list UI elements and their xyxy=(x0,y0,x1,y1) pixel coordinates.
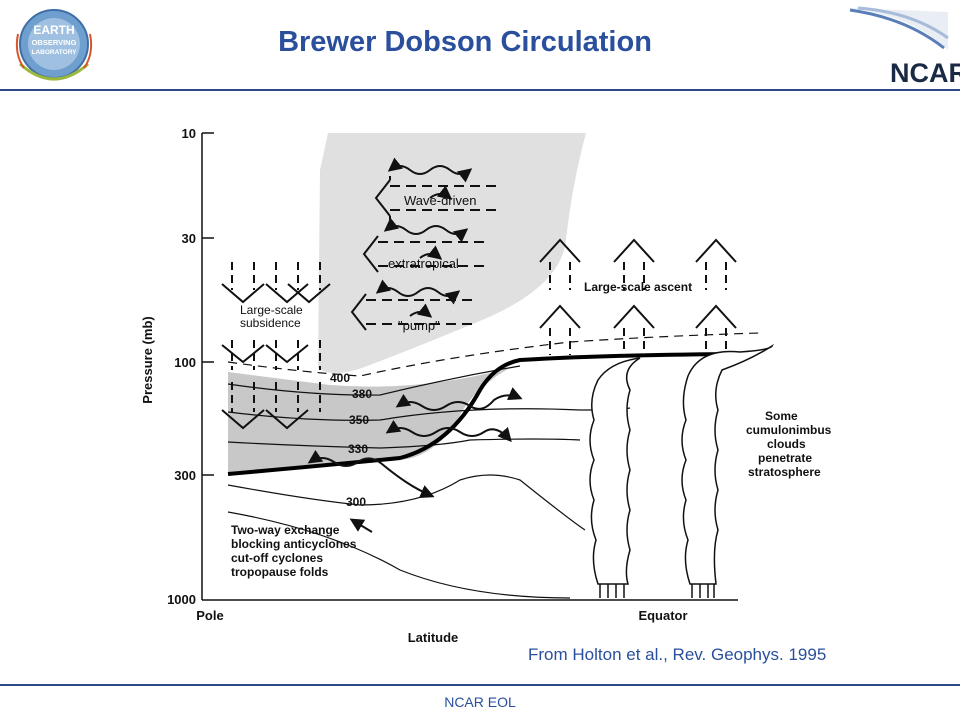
ascent-arrows xyxy=(539,238,737,355)
cb-label-1: Some xyxy=(765,409,798,423)
exchange-label-2: blocking anticyclones xyxy=(231,537,357,551)
cb-label-4: penetrate xyxy=(758,451,812,465)
isentrope-label-300: 300 xyxy=(346,495,366,509)
x-tick-label-equator: Equator xyxy=(638,608,687,623)
footer-text: NCAR EOL xyxy=(444,694,516,710)
isentrope-label-330: 330 xyxy=(348,442,368,456)
stratosphere-shading xyxy=(318,133,586,373)
exchange-label-3: cut-off cyclones xyxy=(231,551,323,565)
subsidence-arrows xyxy=(221,262,331,430)
isentrope-330 xyxy=(227,438,581,449)
y-tick-label-300: 300 xyxy=(174,468,196,483)
cb-label-3: clouds xyxy=(767,437,806,451)
citation: From Holton et al., Rev. Geophys. 1995 xyxy=(528,645,827,664)
pump-label: "pump" xyxy=(398,318,440,333)
y-tick-label-10: 10 xyxy=(182,126,196,141)
subsidence-label-1: Large-scale xyxy=(240,303,303,317)
cumulonimbus-clouds xyxy=(589,343,774,598)
exchange-arrows xyxy=(307,387,523,533)
exchange-label-1: Two-way exchange xyxy=(231,523,340,537)
ncar-swoosh-logo xyxy=(846,6,949,50)
eol-logo-line-3: LABORATORY xyxy=(31,49,77,56)
cb-label-5: stratosphere xyxy=(748,465,821,479)
footer-rule xyxy=(0,684,960,686)
x-axis-label: Latitude xyxy=(408,630,459,645)
isentrope-label-400: 400 xyxy=(330,371,350,385)
x-tick-label-pole: Pole xyxy=(196,608,223,623)
y-axis-label: Pressure (mb) xyxy=(140,316,155,403)
eol-logo-line-1: EARTH xyxy=(33,23,74,37)
subsidence-label-2: subsidence xyxy=(240,316,301,330)
isentrope-300 xyxy=(227,474,586,531)
header-rule xyxy=(0,89,960,91)
ascent-label: Large-scale ascent xyxy=(584,280,692,294)
isentrope-400 xyxy=(227,332,761,377)
eol-logo-line-2: OBSERVING xyxy=(32,38,77,47)
pump-arrows xyxy=(350,157,498,331)
cb-label-2: cumulonimbus xyxy=(746,423,832,437)
exchange-label-4: tropopause folds xyxy=(231,565,329,579)
earth-observing-laboratory-logo: EARTH OBSERVING LABORATORY xyxy=(15,9,93,81)
y-tick-label-1000: 1000 xyxy=(167,592,196,607)
wave-driven-label: Wave-driven xyxy=(404,193,476,208)
slide-title: Brewer Dobson Circulation xyxy=(278,26,652,58)
y-tick-label-30: 30 xyxy=(182,231,196,246)
y-tick-label-100: 100 xyxy=(174,355,196,370)
isentrope-label-380: 380 xyxy=(352,387,372,401)
extratropical-label: extratropical xyxy=(388,256,459,271)
isentrope-label-350: 350 xyxy=(349,413,369,427)
ncar-wordmark: NCAR xyxy=(890,58,960,88)
isentrope-low xyxy=(227,511,571,599)
